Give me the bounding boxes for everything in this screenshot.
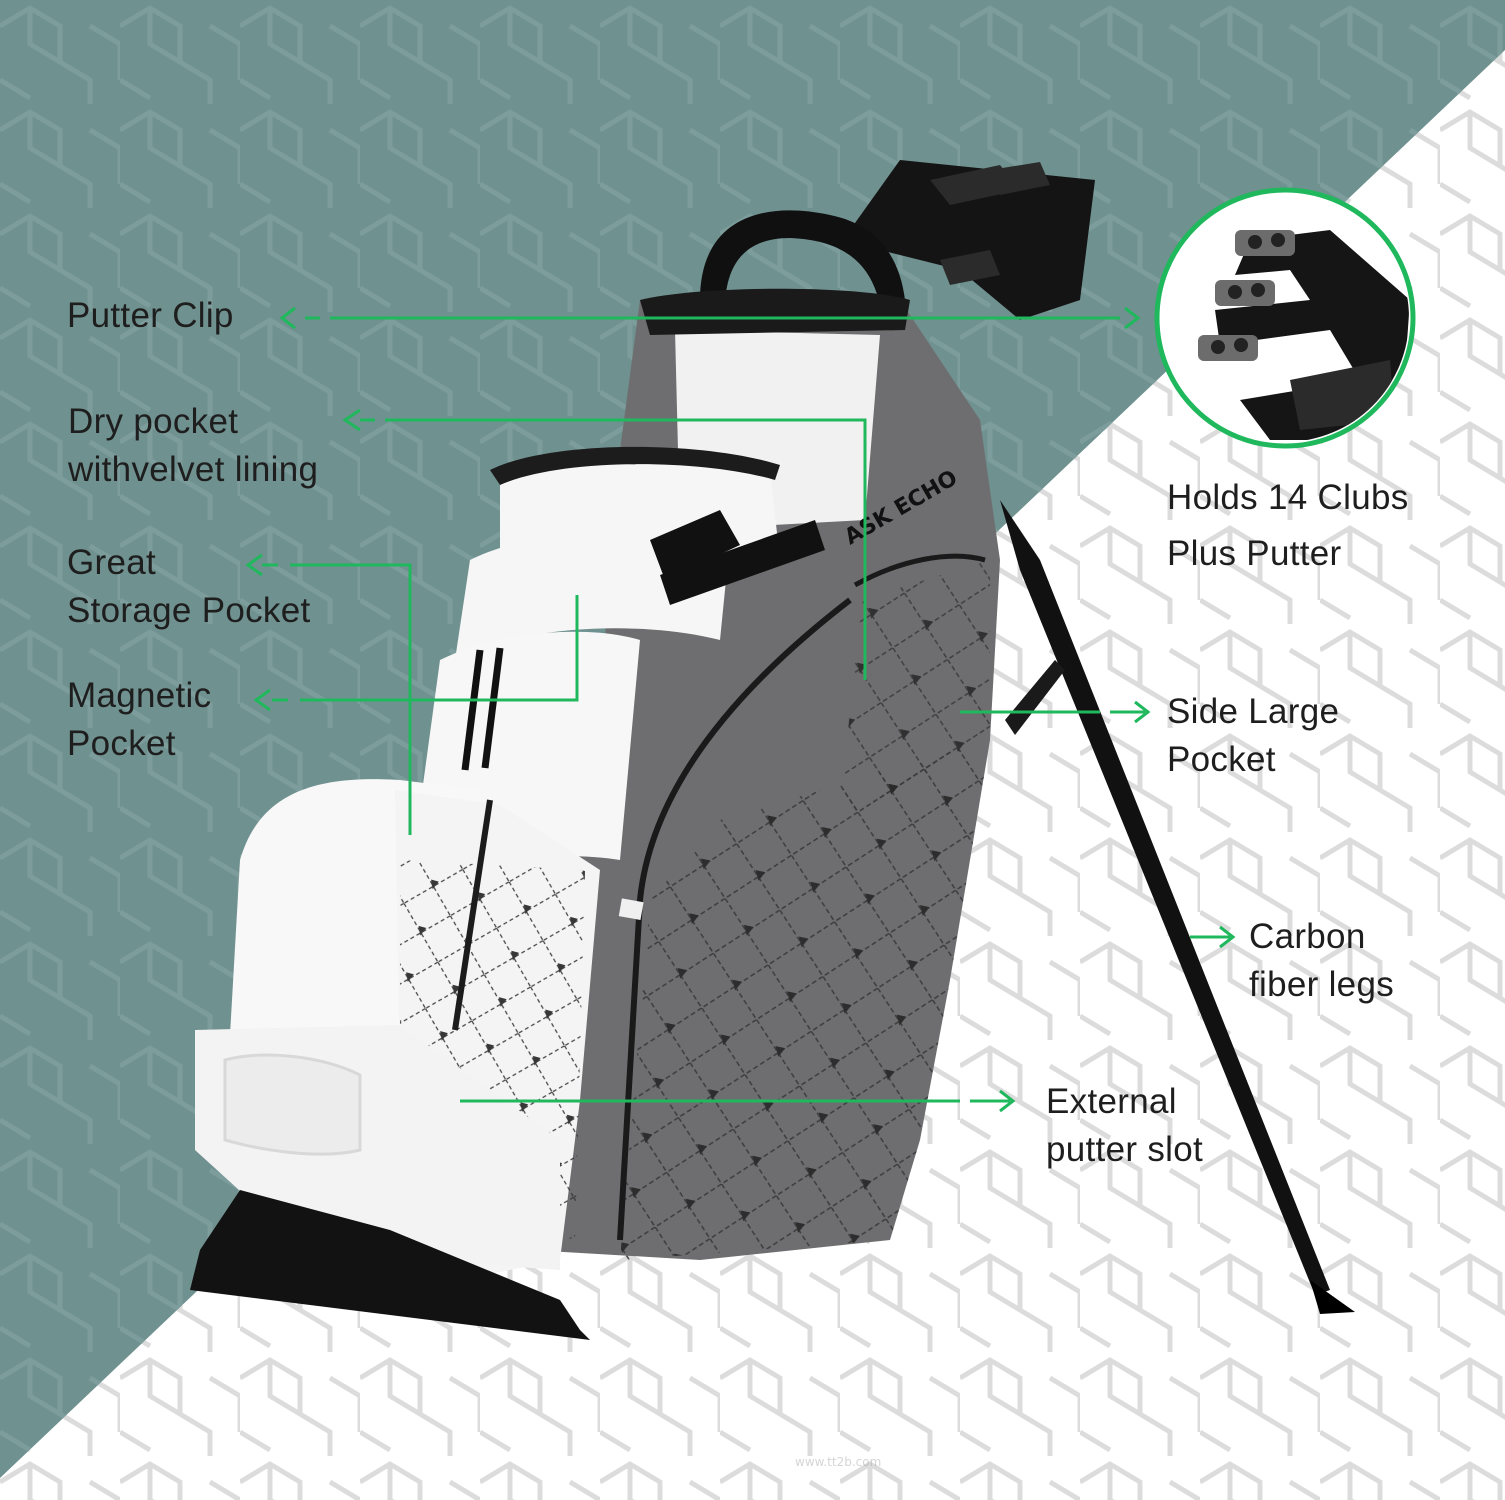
club-divider-top: [850, 160, 1095, 320]
callout-dry-pocket: [385, 418, 867, 680]
watermark-left: www.tt2b.com: [45, 1455, 132, 1469]
label-holds-clubs: Holds 14 Clubs Plus Putter: [1167, 478, 1409, 573]
label-carbon-legs: Carbon fiber legs: [1249, 917, 1395, 1004]
callout-magnetic-pocket: [300, 595, 579, 702]
watermark-right: www.tt2b.com: [795, 1455, 882, 1469]
label-storage-pocket: Great Storage Pocket: [67, 543, 311, 630]
label-dry-pocket: Dry pocket withvelvet lining: [68, 402, 319, 489]
label-putter-clip: Putter Clip: [67, 296, 234, 335]
callout-storage-pocket: [290, 563, 412, 835]
clubs-detail-circle: [1154, 187, 1416, 449]
carbon-leg: [1000, 500, 1330, 1295]
bag-base: [190, 1190, 590, 1340]
label-side-pocket: Side Large Pocket: [1167, 692, 1340, 779]
carry-handle: [700, 210, 905, 310]
label-magnetic-pocket: Magnetic Pocket: [67, 676, 212, 763]
label-putter-slot: External putter slot: [1046, 1082, 1203, 1169]
